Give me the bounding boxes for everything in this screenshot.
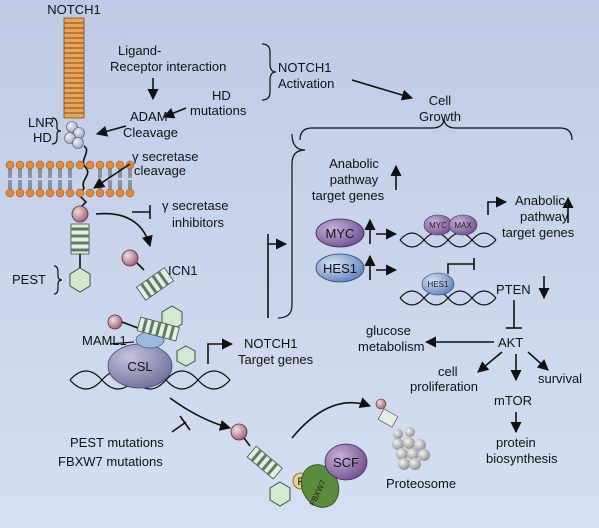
notch1-title: NOTCH1: [47, 2, 100, 17]
cell-membrane: [5, 160, 135, 198]
protein-label-1: protein: [496, 435, 536, 450]
gsi-label-1: γ secretase: [162, 198, 228, 213]
protein-label-2: biosynthesis: [486, 451, 558, 466]
glucose-label-1: glucose: [366, 323, 411, 338]
gamma-arrow: [93, 163, 131, 189]
hes1-repress: [447, 263, 474, 274]
fbxw7-mutations-label: FBXW7 mutations: [58, 454, 163, 469]
hes1-protein: [315, 253, 365, 283]
hes1-small-label: HES1: [428, 280, 449, 289]
myc-label: MYC: [326, 226, 355, 241]
adam-label-2: Cleavage: [123, 125, 178, 140]
release-arrow: [95, 212, 153, 248]
akt-survival-arrow: [527, 351, 549, 371]
activation-label-1: NOTCH1: [278, 60, 331, 75]
notch-targets-2: Target genes: [238, 352, 314, 367]
activation-label-2: Activation: [278, 76, 334, 91]
cell-growth-brace: [299, 117, 573, 141]
proteosome-label: Proteosome: [386, 476, 456, 491]
activation-arrow: [351, 79, 414, 101]
maml1-label: MAML1: [82, 333, 127, 348]
adam-label-1: ADAM: [130, 109, 168, 124]
hd-mutations-1: HD: [212, 88, 231, 103]
pest-mutations-label: PEST mutations: [70, 435, 164, 450]
hes1-target-dna: [399, 290, 497, 306]
max-dna-bound: [448, 214, 478, 236]
adam-arrow: [95, 125, 127, 137]
notch-targets-1: NOTCH1: [244, 336, 297, 351]
activation-brace: [261, 43, 277, 101]
to-proteosome-arrow: [291, 397, 372, 439]
myc-protein: [315, 218, 365, 248]
max-small-label: MAX: [454, 221, 472, 230]
cell-growth-label-1: Cell: [429, 93, 452, 108]
cell-growth-label-2: Growth: [419, 109, 461, 124]
scf-label: SCF: [333, 455, 359, 470]
csl-label: CSL: [127, 359, 152, 374]
notch-target-arrow: [207, 338, 234, 364]
hd-mutations-2: mutations: [190, 103, 247, 118]
gsi-label-2: inhibitors: [172, 215, 225, 230]
icn1-label: ICN1: [168, 263, 198, 278]
hd-mutations-arrow: [162, 107, 187, 119]
hes1-dna-bound: [421, 272, 455, 296]
anabolic-top-1: Anabolic: [329, 156, 379, 171]
anabolic-top-2: pathway: [330, 172, 379, 187]
mtor-label: mTOR: [494, 393, 532, 408]
scf-complex: [324, 443, 368, 481]
myc-target-dna: [399, 232, 497, 248]
notch1-receptor: [63, 17, 89, 209]
gamma-label-1: γ secretase: [132, 149, 198, 164]
prolif-label-2: proliferation: [410, 379, 478, 394]
left-brace: [277, 133, 306, 319]
degradation-complex: P FBXW7 SCF: [230, 423, 368, 508]
ligand-label-2: Receptor interaction: [110, 59, 226, 74]
lnr-label: LNR: [28, 115, 54, 130]
hes1-label: HES1: [323, 261, 357, 276]
prolif-label-1: cell: [438, 364, 458, 379]
pest-brace: [53, 265, 63, 295]
akt-prolif-arrow: [477, 351, 503, 373]
anabolic-top-3: target genes: [312, 188, 385, 203]
survival-label: survival: [538, 371, 582, 386]
ligand-label-1: Ligand-: [118, 43, 161, 58]
pten-label: PTEN: [496, 282, 531, 297]
akt-label: AKT: [498, 335, 523, 350]
anabolic-right-1: Anabolic: [515, 193, 565, 208]
icn1-molecule: [121, 249, 183, 331]
gamma-label-2: cleavage: [134, 163, 186, 178]
proteosome: [375, 398, 430, 470]
myc-target-arrow: [487, 196, 508, 215]
notch1-intracellular: [69, 205, 91, 293]
degradation-arrow: [169, 397, 232, 431]
pest-label: PEST: [12, 272, 46, 287]
glucose-label-2: metabolism: [358, 339, 424, 354]
mutation-inhibit: [171, 421, 187, 433]
anabolic-right-2: pathway: [520, 209, 569, 224]
lnr-hd-brace: [51, 117, 62, 145]
pest-domain: [69, 267, 91, 293]
hd-label: HD: [33, 130, 52, 145]
anabolic-right-3: target genes: [502, 225, 575, 240]
myc-small-label: MYC: [429, 221, 447, 230]
